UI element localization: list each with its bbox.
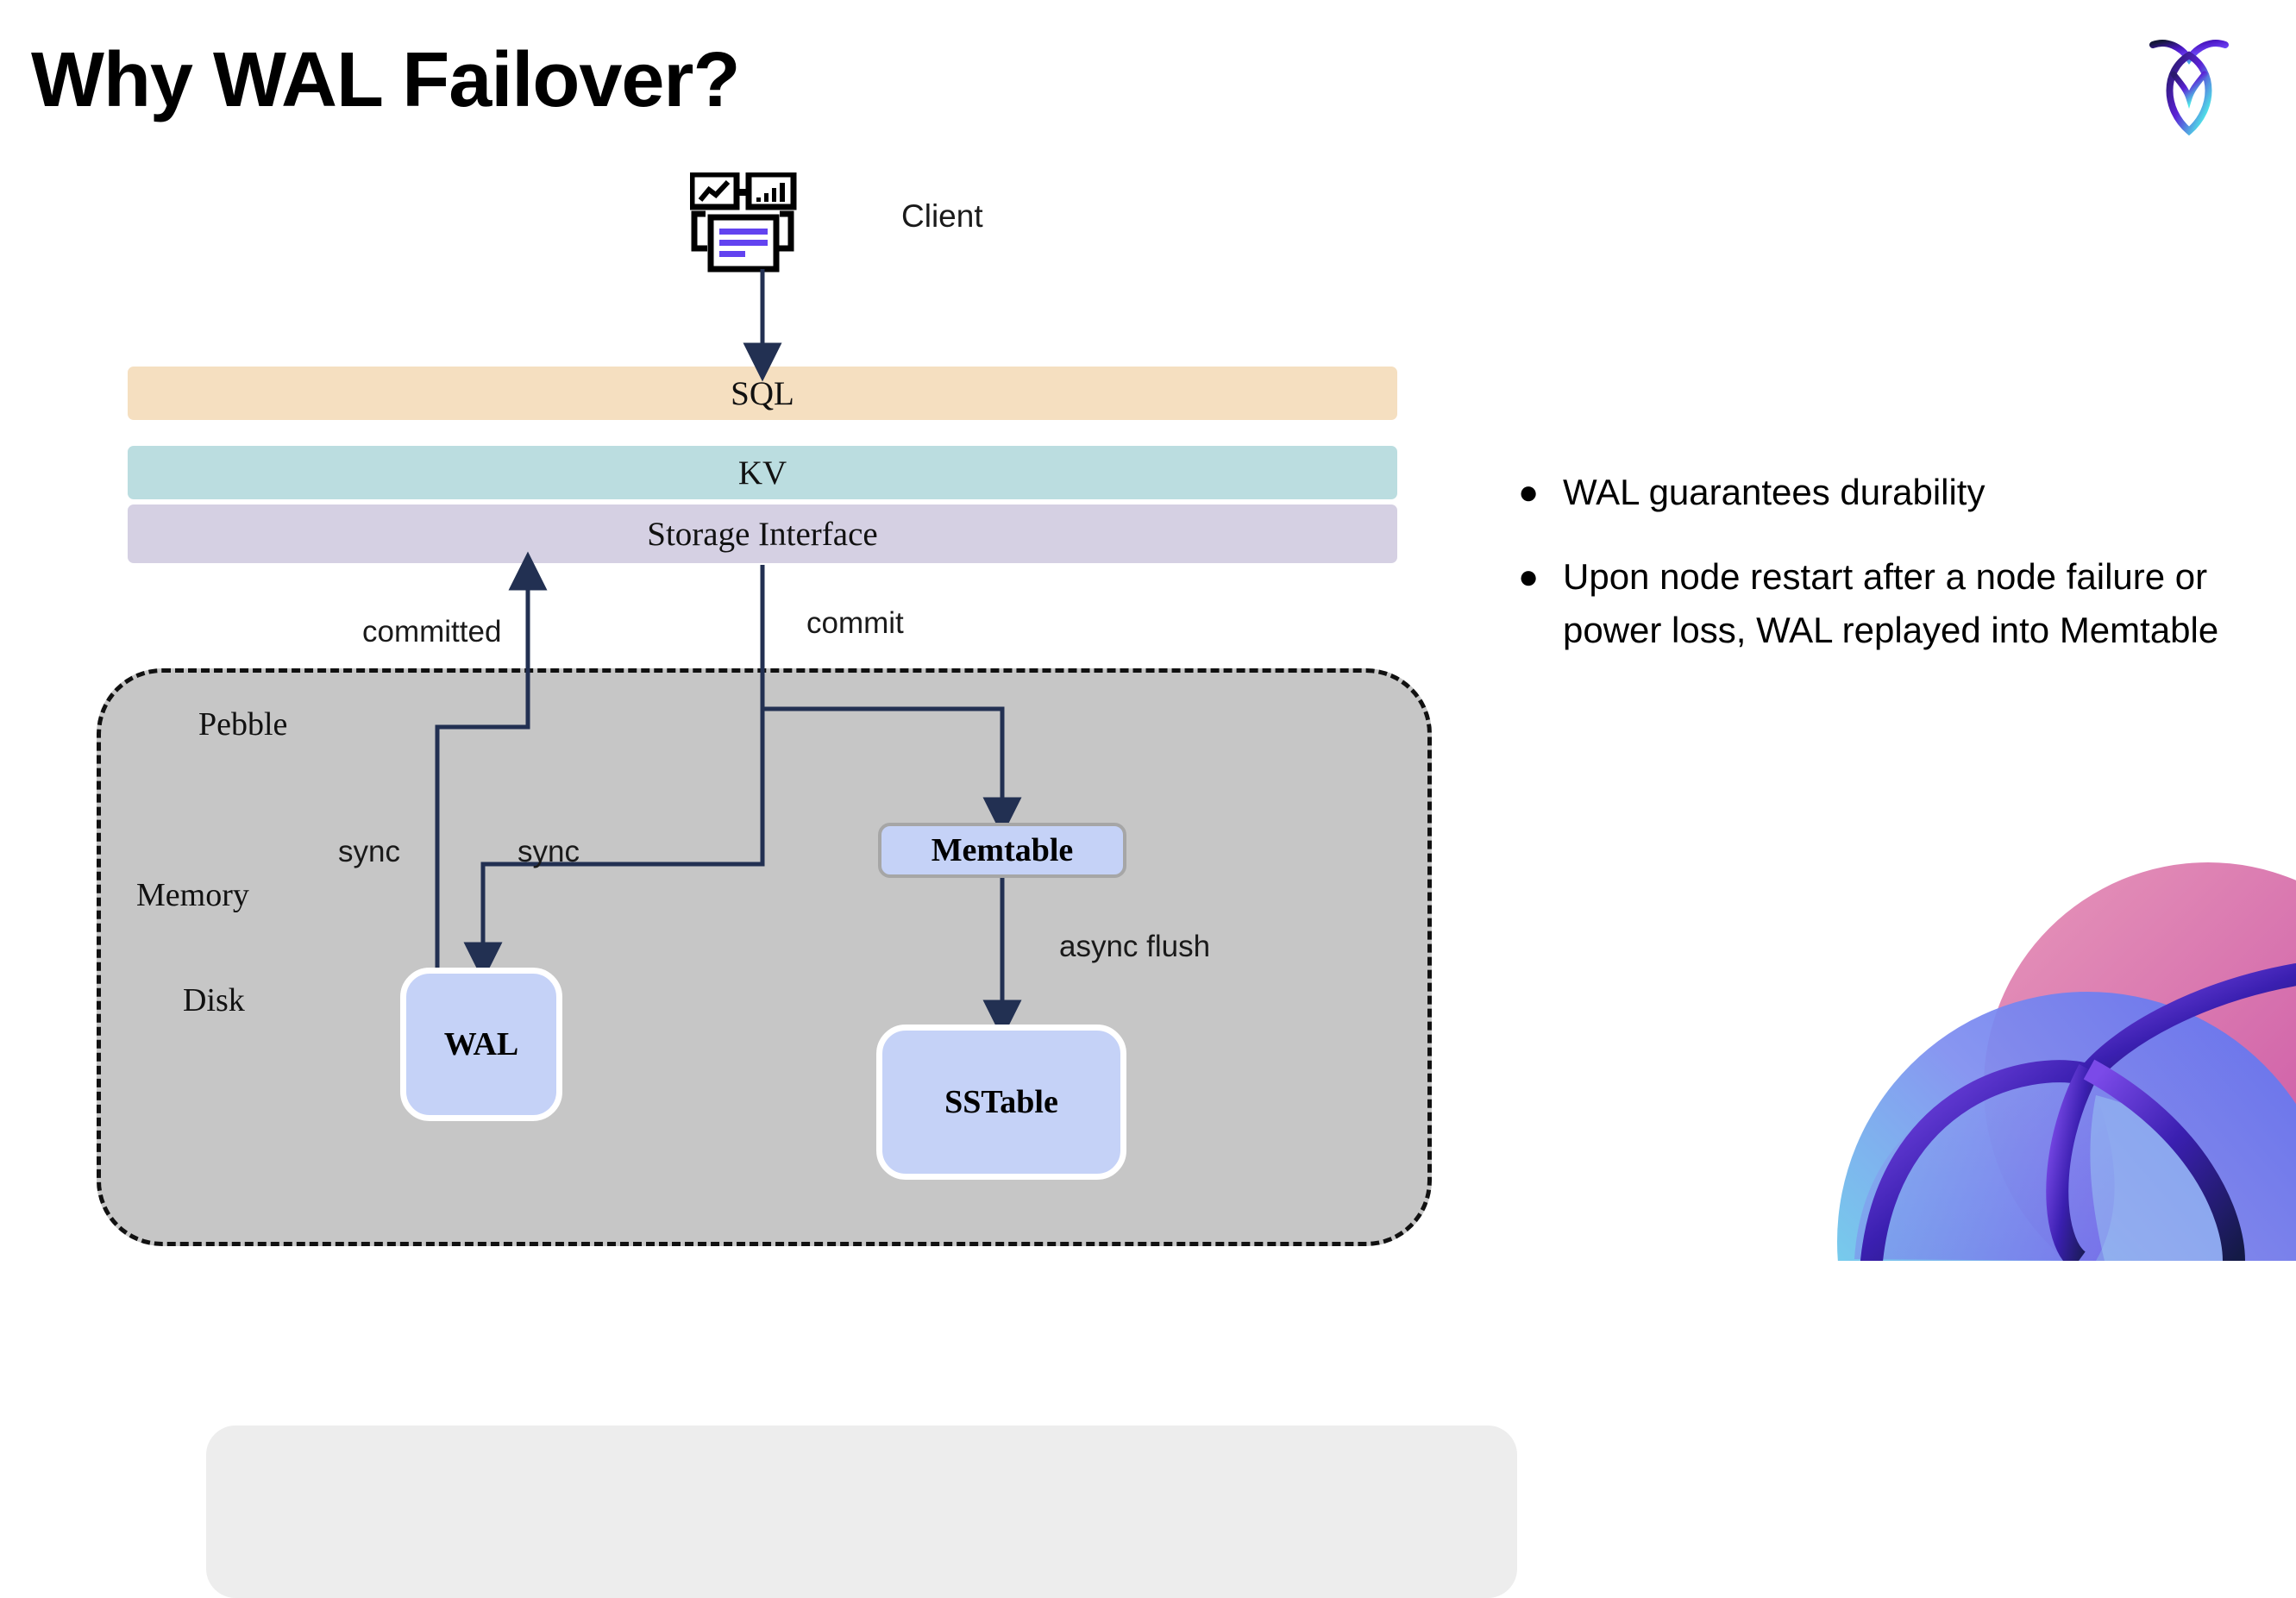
node-wal: WAL bbox=[400, 968, 562, 1121]
bullet-marker: ● bbox=[1518, 473, 1540, 511]
bullet-marker: ● bbox=[1518, 558, 1540, 596]
layer-bar-storage-interface: Storage Interface bbox=[128, 504, 1397, 563]
layer-bar-storage-interface-label: Storage Interface bbox=[647, 515, 878, 553]
edge-label-sync-left: sync bbox=[338, 835, 400, 868]
disk-region-label: Disk bbox=[183, 982, 245, 1018]
layer-bar-sql: SQL bbox=[128, 367, 1397, 420]
pebble-container bbox=[97, 668, 1517, 1598]
layer-bar-sql-label: SQL bbox=[731, 374, 794, 412]
cockroach-leaf-logo-icon bbox=[2144, 29, 2234, 136]
bullet-text: WAL guarantees durability bbox=[1563, 472, 1985, 512]
page-title: Why WAL Failover? bbox=[31, 37, 740, 123]
node-memtable-label: Memtable bbox=[931, 832, 1074, 868]
edge-label-committed: committed bbox=[362, 615, 502, 649]
client-label: Client bbox=[901, 198, 983, 234]
memory-region-label: Memory bbox=[136, 877, 249, 913]
node-memtable: Memtable bbox=[878, 823, 1126, 878]
node-wal-label: WAL bbox=[443, 1026, 519, 1062]
list-item: ● Upon node restart after a node failure… bbox=[1518, 550, 2234, 657]
node-sstable: SSTable bbox=[876, 1025, 1126, 1180]
node-sstable-label: SSTable bbox=[944, 1084, 1058, 1120]
layer-bar-kv-label: KV bbox=[737, 454, 787, 492]
edge-label-async-flush: async flush bbox=[1059, 930, 1211, 963]
list-item: ● WAL guarantees durability bbox=[1518, 466, 2234, 519]
client-dashboard-icon bbox=[688, 171, 828, 276]
memory-region bbox=[206, 1426, 1517, 1598]
bullet-text: Upon node restart after a node failure o… bbox=[1563, 556, 2219, 650]
edge-label-sync-right: sync bbox=[518, 835, 580, 868]
cockroach-leaf-decoration-icon bbox=[1716, 811, 2296, 1261]
edge-label-commit: commit bbox=[806, 606, 904, 640]
pebble-label: Pebble bbox=[198, 706, 288, 743]
bullet-list: ● WAL guarantees durability ● Upon node … bbox=[1518, 466, 2234, 688]
layer-bar-kv: KV bbox=[128, 446, 1397, 499]
